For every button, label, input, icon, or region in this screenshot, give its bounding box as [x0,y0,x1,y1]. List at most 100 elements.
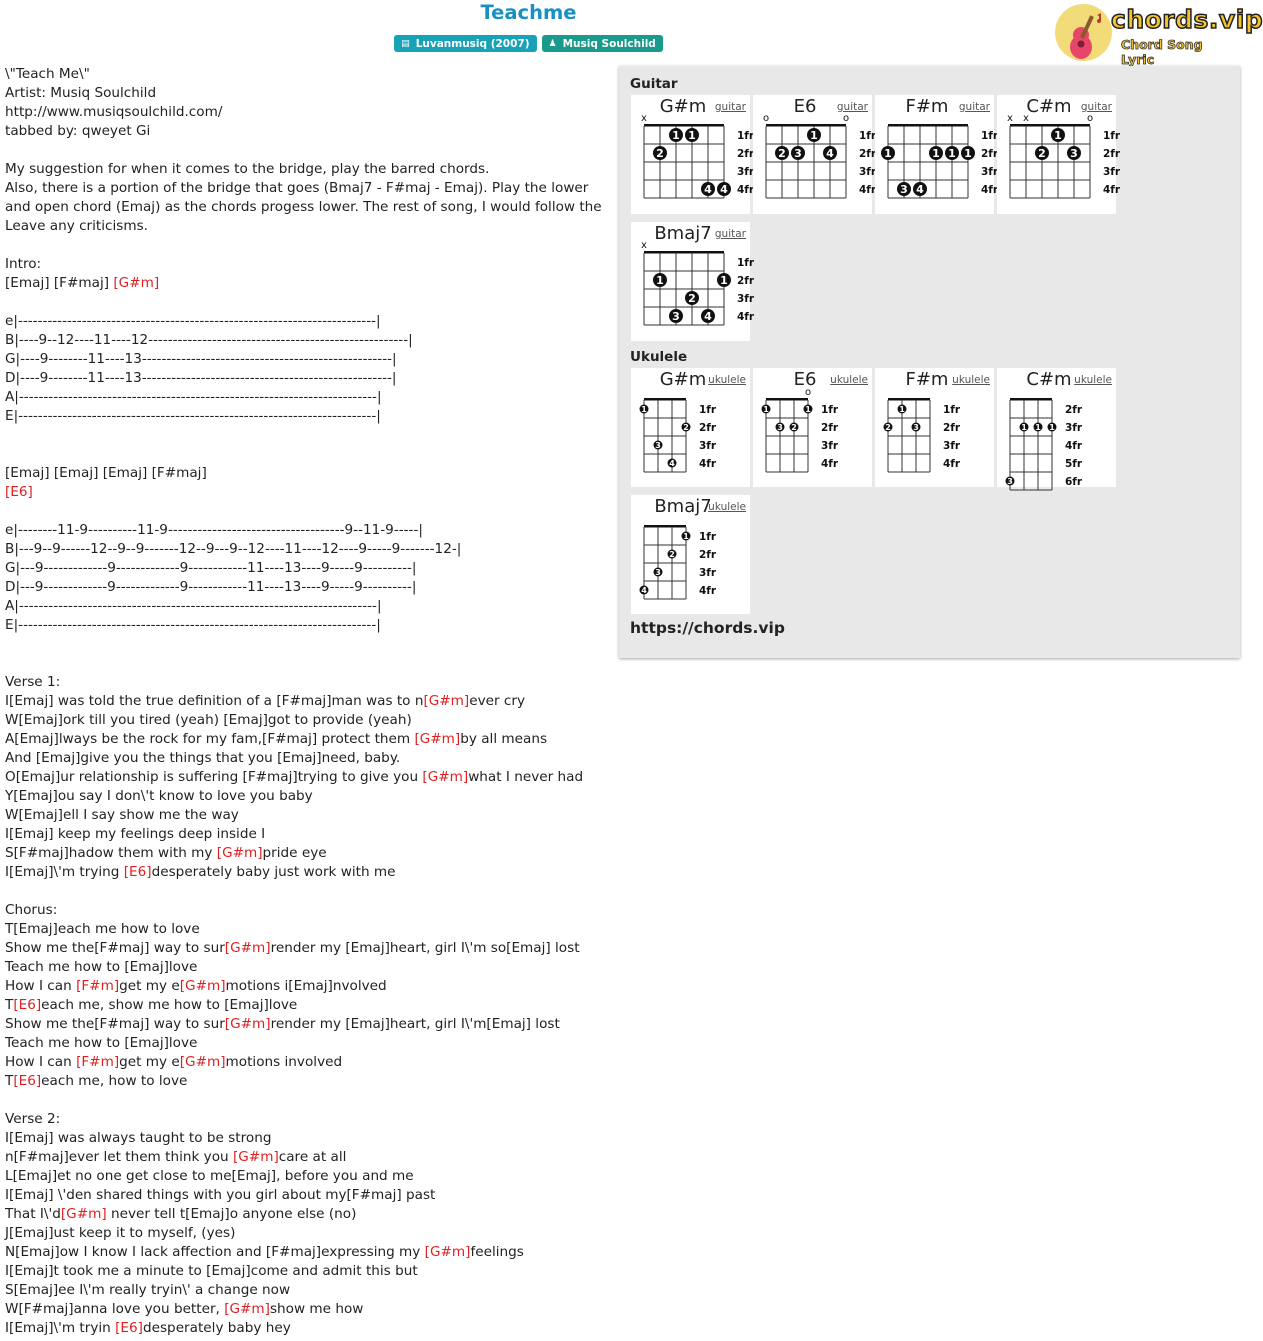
fret-label: 3fr [699,567,717,579]
finger-dot [1019,422,1029,432]
chord-link[interactable]: [G#m] [179,1054,226,1070]
site-logo[interactable]: chords.vip Chord Song Lyric [1055,3,1263,67]
chord-link[interactable]: [G#m] [424,1244,471,1260]
chord-link[interactable]: [G#m] [60,1206,107,1222]
artist-badge[interactable]: ♟ Musiq Soulchild [541,35,663,52]
chord-link[interactable]: [G#m] [414,731,461,747]
chord-link[interactable]: [G#m] [422,769,469,785]
sheet-line: I[Emaj] keep my feelings deep inside I [5,825,605,844]
sheet-line: D|---9-------------9-------------9------… [5,578,605,597]
sheet-text: W[F#maj]anna love you better, [5,1301,225,1317]
fret-label: 1fr [981,130,999,142]
chord-name: E6 [793,369,817,390]
chord-link[interactable]: [G#m] [216,845,263,861]
chord-link[interactable]: [E6] [123,864,152,880]
sheet-line: I[Emaj] was told the true definition of … [5,692,605,711]
chord-link[interactable]: [F#m] [76,1054,120,1070]
instrument-link[interactable]: guitar [958,101,990,113]
instrument-link[interactable]: ukulele [952,374,990,386]
sheet-text: G|----9--------11----13-----------------… [5,351,397,367]
finger-number: 1 [899,405,905,414]
sheet-line [5,882,605,901]
sheet-text: e|--------11-9----------11-9------------… [5,522,423,538]
sheet-line: n[F#maj]ever let them think you [G#m]car… [5,1148,605,1167]
sheet-text: Chorus: [5,902,58,918]
sheet-text: e|--------------------------------------… [5,313,381,329]
sheet-text: I[Emaj] was always taught to be strong [5,1130,272,1146]
chord-link[interactable]: [F#m] [76,978,120,994]
chord-link[interactable]: [E6] [13,1073,42,1089]
artist-badge-label: Musiq Soulchild [562,37,656,50]
finger-number: 4 [704,310,712,323]
instrument-link[interactable]: ukulele [1074,374,1112,386]
chord-link[interactable]: [E6] [13,997,42,1013]
sheet-line: Teach me how to [Emaj]love [5,958,605,977]
sheet-line: My suggestion for when it comes to the b… [5,160,605,179]
fret-label: 2fr [1103,148,1121,160]
sheet-line: T[E6]each me, show me how to [Emaj]love [5,996,605,1015]
sheet-text: Verse 1: [5,674,61,690]
chord-link[interactable]: [G#m] [224,1016,271,1032]
album-badge[interactable]: ▤ Luvanmusiq (2007) [394,35,537,52]
finger-dot [653,273,667,287]
sheet-line: I[Emaj] \'den shared things with you gir… [5,1186,605,1205]
chord-link[interactable]: [E6] [115,1320,143,1336]
album-badge-label: Luvanmusiq (2007) [415,37,530,50]
finger-number: 1 [948,147,956,160]
chord-link[interactable]: [E6] [5,484,33,500]
chord-link[interactable]: [G#m] [423,693,470,709]
song-title: Teachme [480,1,577,24]
instrument-link[interactable]: ukulele [708,501,746,513]
chord-link[interactable]: [G#m] [113,275,160,291]
finger-dot [653,146,667,160]
instrument-link[interactable]: guitar [1080,101,1112,113]
finger-number: 2 [656,147,664,160]
instrument-link[interactable]: guitar [714,228,746,240]
chord-link[interactable]: [G#m] [179,978,226,994]
sheet-line: [E6] [5,483,605,502]
instrument-link[interactable]: ukulele [708,374,746,386]
sheet-line: tabbed by: qweyet Gi [5,122,605,141]
fret-label: 3fr [699,440,717,452]
instrument-link[interactable]: ukulele [830,374,868,386]
chord-link[interactable]: [G#m] [224,1301,270,1317]
sheet-text: A|--------------------------------------… [5,389,382,405]
open-string-marker: o [843,113,849,124]
sheet-line: W[Emaj]ell I say show me the way [5,806,605,825]
sheet-line: Verse 2: [5,1110,605,1129]
chord-link[interactable]: [G#m] [224,940,271,956]
instrument-link[interactable]: guitar [714,101,746,113]
sheet-text: Intro: [5,256,42,272]
sheet-text: each me, show me how to [Emaj]love [41,997,298,1013]
sheet-line: [Emaj] [Emaj] [Emaj] [F#maj] [5,464,605,483]
fret-label: 2fr [737,148,755,160]
chord-name: C#m [1026,96,1072,117]
finger-dot [789,422,799,432]
sheet-line: How I can [F#m]get my e[G#m]motions invo… [5,1053,605,1072]
fret-label: 3fr [981,166,999,178]
sheet-text: N[Emaj]ow I know I lack affection and [F… [5,1244,425,1260]
sheet-line: Chorus: [5,901,605,920]
instrument-link[interactable]: guitar [836,101,868,113]
user-icon: ♟ [548,38,557,49]
fret-label: 4fr [981,184,999,196]
chord-link[interactable]: [G#m] [232,1149,279,1165]
finger-number: 1 [683,532,689,541]
site-url[interactable]: https://chords.vip [630,619,785,637]
sheet-line: O[Emaj]ur relationship is suffering [F#m… [5,768,605,787]
ukulele-section-label: Ukulele [630,349,688,365]
chord-name: G#m [659,369,707,390]
sheet-line: N[Emaj]ow I know I lack affection and [F… [5,1243,605,1262]
